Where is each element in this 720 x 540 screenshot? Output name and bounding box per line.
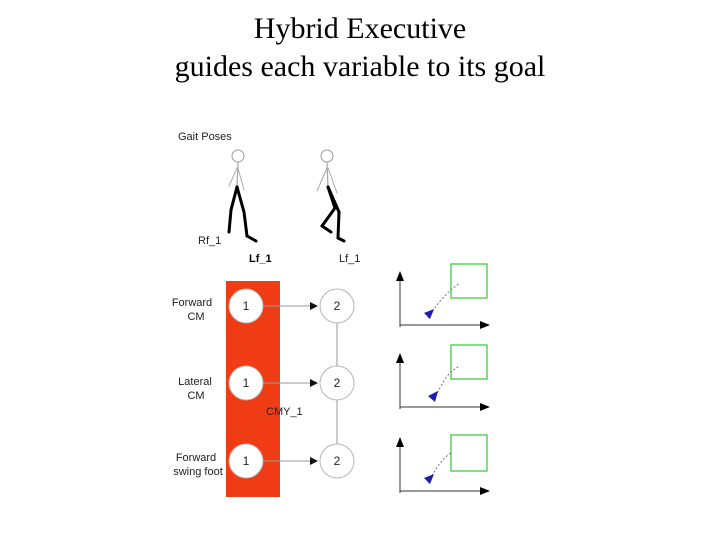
trajectory-marker — [424, 309, 434, 319]
trajectory — [434, 366, 460, 400]
gait-poses-label: Gait Poses — [178, 131, 232, 143]
row-label-line1: Forward — [172, 297, 212, 309]
goal-plot-1 — [396, 264, 490, 329]
foot-label-lf1-a: Lf_1 — [249, 253, 272, 265]
trajectory-marker — [424, 474, 434, 484]
state-node-2-label: 2 — [334, 454, 341, 468]
arrowhead — [310, 457, 318, 465]
foot-label-rf1: Rf_1 — [198, 235, 221, 247]
y-axis-arrowhead — [396, 271, 404, 281]
walking-figure-1 — [229, 150, 256, 241]
arrowhead — [310, 379, 318, 387]
row-label-line1: Forward — [176, 452, 216, 464]
row-label-line2: CM — [187, 390, 204, 402]
transition-label-cmy1: CMY_1 — [266, 406, 303, 418]
row-label-line1: Lateral — [178, 376, 212, 388]
y-axis-arrowhead — [396, 437, 404, 447]
goal-region — [451, 435, 487, 471]
x-axis-arrowhead — [480, 403, 490, 411]
gait-poses: Gait Poses Rf_1 Lf_1 L — [178, 131, 360, 265]
x-axis-arrowhead — [480, 487, 490, 495]
walking-figure-2 — [317, 150, 344, 241]
trajectory — [428, 283, 460, 318]
state-node-2-label: 2 — [334, 376, 341, 390]
x-axis-arrowhead — [480, 321, 490, 329]
row-label-line2: CM — [187, 311, 204, 323]
goal-region — [451, 345, 487, 379]
state-node-2-label: 2 — [334, 299, 341, 313]
state-node-1-label: 1 — [243, 376, 250, 390]
row-label-line2: swing foot — [173, 466, 223, 478]
arrowhead — [310, 302, 318, 310]
state-node-1-label: 1 — [243, 454, 250, 468]
trajectory-marker — [428, 391, 438, 402]
goal-plot-2 — [396, 345, 490, 411]
goal-region — [451, 264, 487, 298]
state-node-1-label: 1 — [243, 299, 250, 313]
y-axis-arrowhead — [396, 353, 404, 363]
goal-plot-3 — [396, 435, 490, 495]
foot-label-lf1-b: Lf_1 — [339, 253, 360, 265]
